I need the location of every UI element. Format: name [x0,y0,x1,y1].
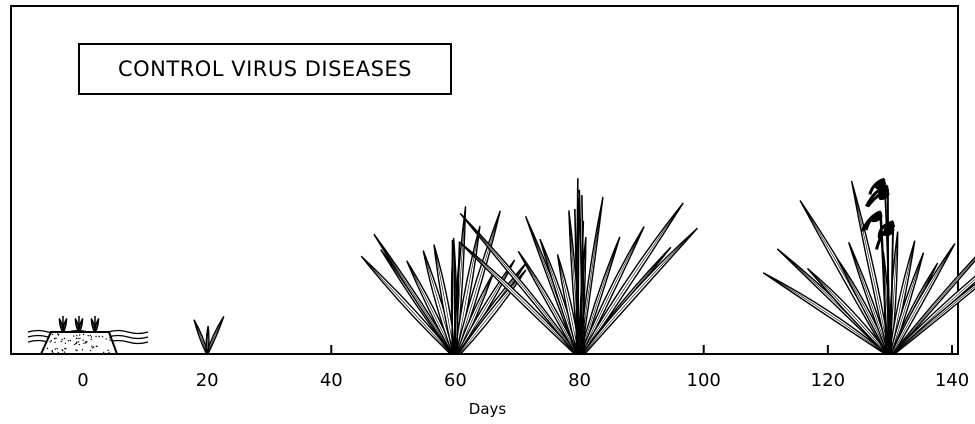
x-tick-label: 0 [77,370,88,391]
x-tick-label: 140 [935,370,969,391]
x-tick-label: 60 [444,370,467,391]
ripening-rice-icon [763,179,975,354]
x-tick-label: 40 [320,370,343,391]
booting-rice-icon [459,178,697,354]
x-tick-label: 120 [811,370,845,391]
x-tick-label: 80 [568,370,591,391]
x-axis-label: Days [0,400,975,418]
seedling-icon [194,316,224,354]
plant-illustrations [28,178,975,354]
seedbed-icon [28,316,148,354]
x-axis-ticks: 0 20 40 60 80 100 120 140 [77,345,969,391]
x-tick-label: 100 [687,370,721,391]
x-tick-label: 20 [196,370,219,391]
